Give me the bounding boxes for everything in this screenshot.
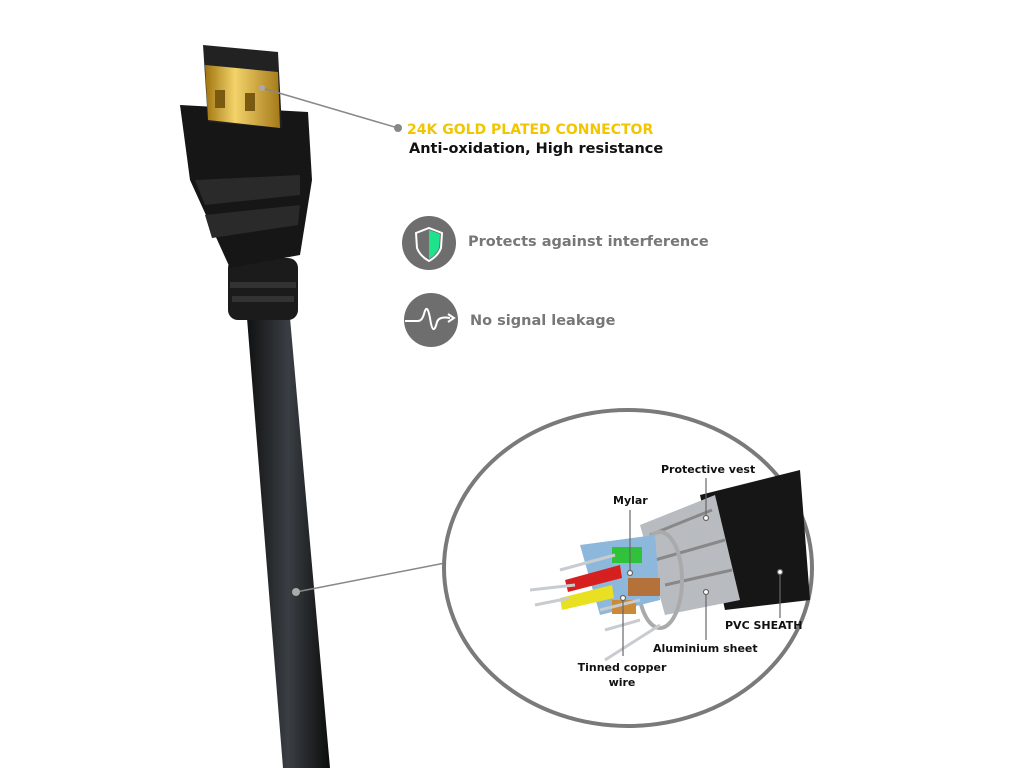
feature-interference: Protects against interference: [468, 234, 709, 250]
cable-cross-section: [529, 470, 810, 662]
feature-leakage: No signal leakage: [470, 313, 616, 329]
cable: [247, 318, 330, 768]
gold-plug: [203, 45, 282, 128]
label-tinned-copper-wire: Tinned copper wire: [577, 661, 667, 689]
connector-title: 24K GOLD PLATED CONNECTOR: [407, 122, 654, 138]
connector-subtitle: Anti-oxidation, High resistance: [409, 141, 664, 157]
label-protective-vest: Protective vest: [661, 463, 756, 476]
label-pvc-sheath: PVC SHEATH: [725, 619, 803, 632]
label-aluminium-sheet: Aluminium sheet: [653, 642, 758, 655]
strain-relief: [228, 258, 298, 320]
label-mylar: Mylar: [613, 494, 648, 507]
shield-icon: [402, 216, 456, 270]
signal-wave-icon: [404, 293, 458, 347]
